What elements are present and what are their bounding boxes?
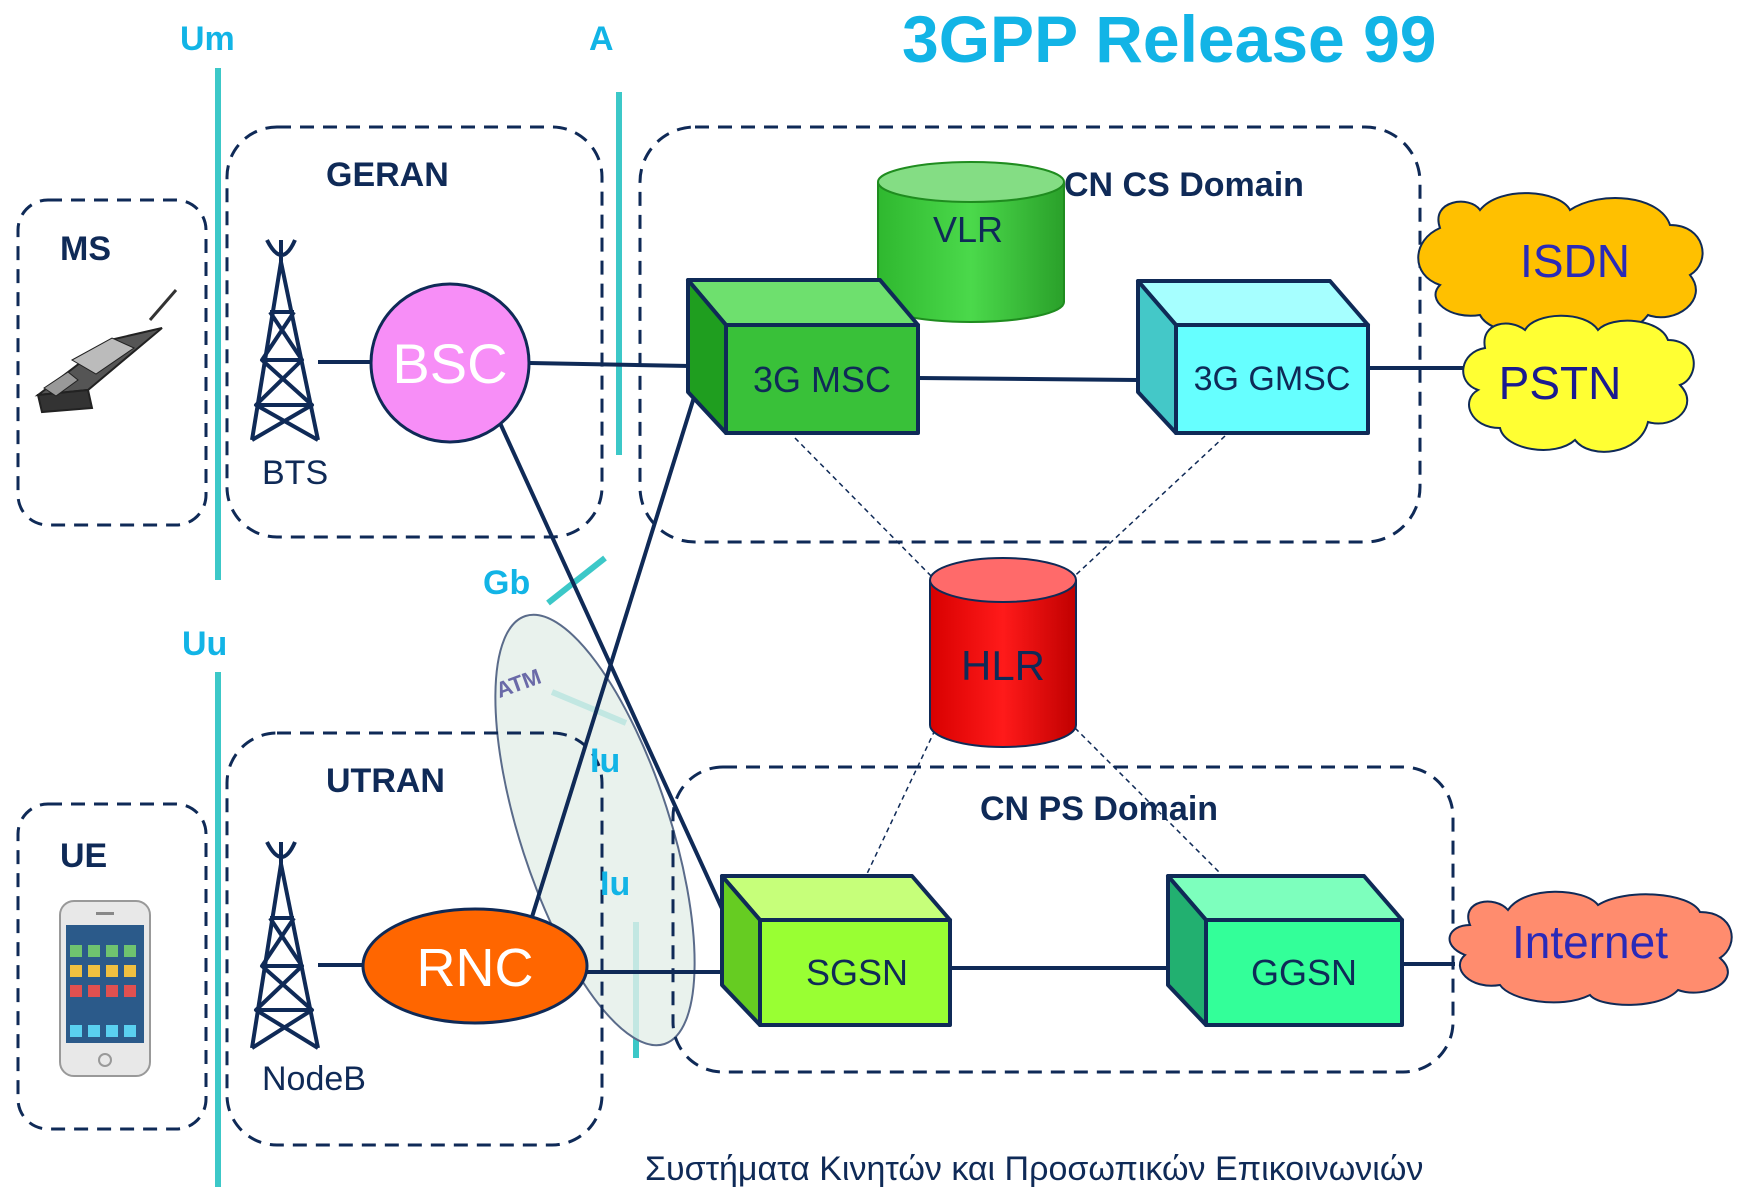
sgsn-node	[720, 874, 952, 1027]
pstn-label: PSTN	[1499, 357, 1622, 409]
msc-node	[686, 278, 920, 435]
bsc-node	[369, 282, 531, 444]
iu-lower-label: Iu	[600, 865, 630, 903]
gb-interface-tick	[546, 555, 607, 606]
sgsn-label: SGSN	[806, 952, 908, 993]
uu-label: Uu	[182, 625, 227, 663]
ue-label: UE	[60, 837, 107, 875]
isdn-label: ISDN	[1520, 235, 1630, 287]
ms-label: MS	[60, 230, 111, 268]
bsc-msc-link	[529, 361, 691, 368]
smartphone-icon	[59, 900, 151, 1077]
utran-label: UTRAN	[326, 762, 445, 800]
cn-ps-domain-box	[671, 765, 1455, 1074]
hlr-sgsn-link	[864, 729, 936, 879]
ggsn-label: GGSN	[1251, 952, 1357, 993]
gb-label: Gb	[483, 564, 530, 602]
cn-cs-domain-label: CN CS Domain	[1064, 166, 1304, 204]
rnc-node	[361, 907, 589, 1025]
rnc-label: RNC	[417, 938, 534, 998]
nodeb-tower-icon	[250, 841, 320, 1050]
internet-cloud	[1448, 890, 1733, 1006]
msc-hlr-link	[794, 437, 936, 581]
gmsc-label: 3G GMSC	[1194, 360, 1351, 398]
rnc-msc-link	[530, 377, 702, 918]
msc-label: 3G MSC	[753, 359, 891, 400]
geran-label: GERAN	[326, 156, 449, 194]
vlr-database	[877, 161, 1065, 323]
gmsc-node	[1136, 279, 1370, 435]
utran-domain-box	[225, 731, 604, 1147]
bts-tower-icon	[250, 239, 320, 442]
msc-gmsc-link	[917, 376, 1139, 382]
iu-upper-label: Iu	[590, 742, 620, 780]
bts-label: BTS	[262, 454, 328, 492]
cn-cs-domain-box	[638, 125, 1422, 544]
um-label: Um	[180, 20, 235, 58]
cn-ps-domain-label: CN PS Domain	[980, 790, 1218, 828]
bsc-label: BSC	[392, 332, 507, 395]
hlr-database	[929, 557, 1077, 748]
a-label: A	[589, 20, 614, 58]
geran-domain-box	[225, 125, 604, 539]
gmsc-hlr-link	[1064, 435, 1226, 586]
bsc-sgsn-link	[493, 411, 742, 949]
footer-caption: Συστήματα Κινητών και Προσωπικών Επικοιν…	[645, 1150, 1424, 1188]
ggsn-node	[1166, 874, 1404, 1027]
internet-label: Internet	[1512, 916, 1668, 968]
vlr-label: VLR	[933, 209, 1003, 250]
mobile-handset-icon	[34, 289, 178, 414]
nodeb-label: NodeB	[262, 1060, 366, 1098]
atm-ellipse	[494, 613, 696, 1047]
isdn-cloud	[1417, 192, 1704, 336]
ms-domain-box	[16, 198, 208, 527]
page-title: 3GPP Release 99	[902, 2, 1437, 76]
hlr-label: HLR	[961, 642, 1045, 689]
pstn-cloud	[1462, 314, 1695, 453]
ue-domain-box	[16, 802, 208, 1131]
